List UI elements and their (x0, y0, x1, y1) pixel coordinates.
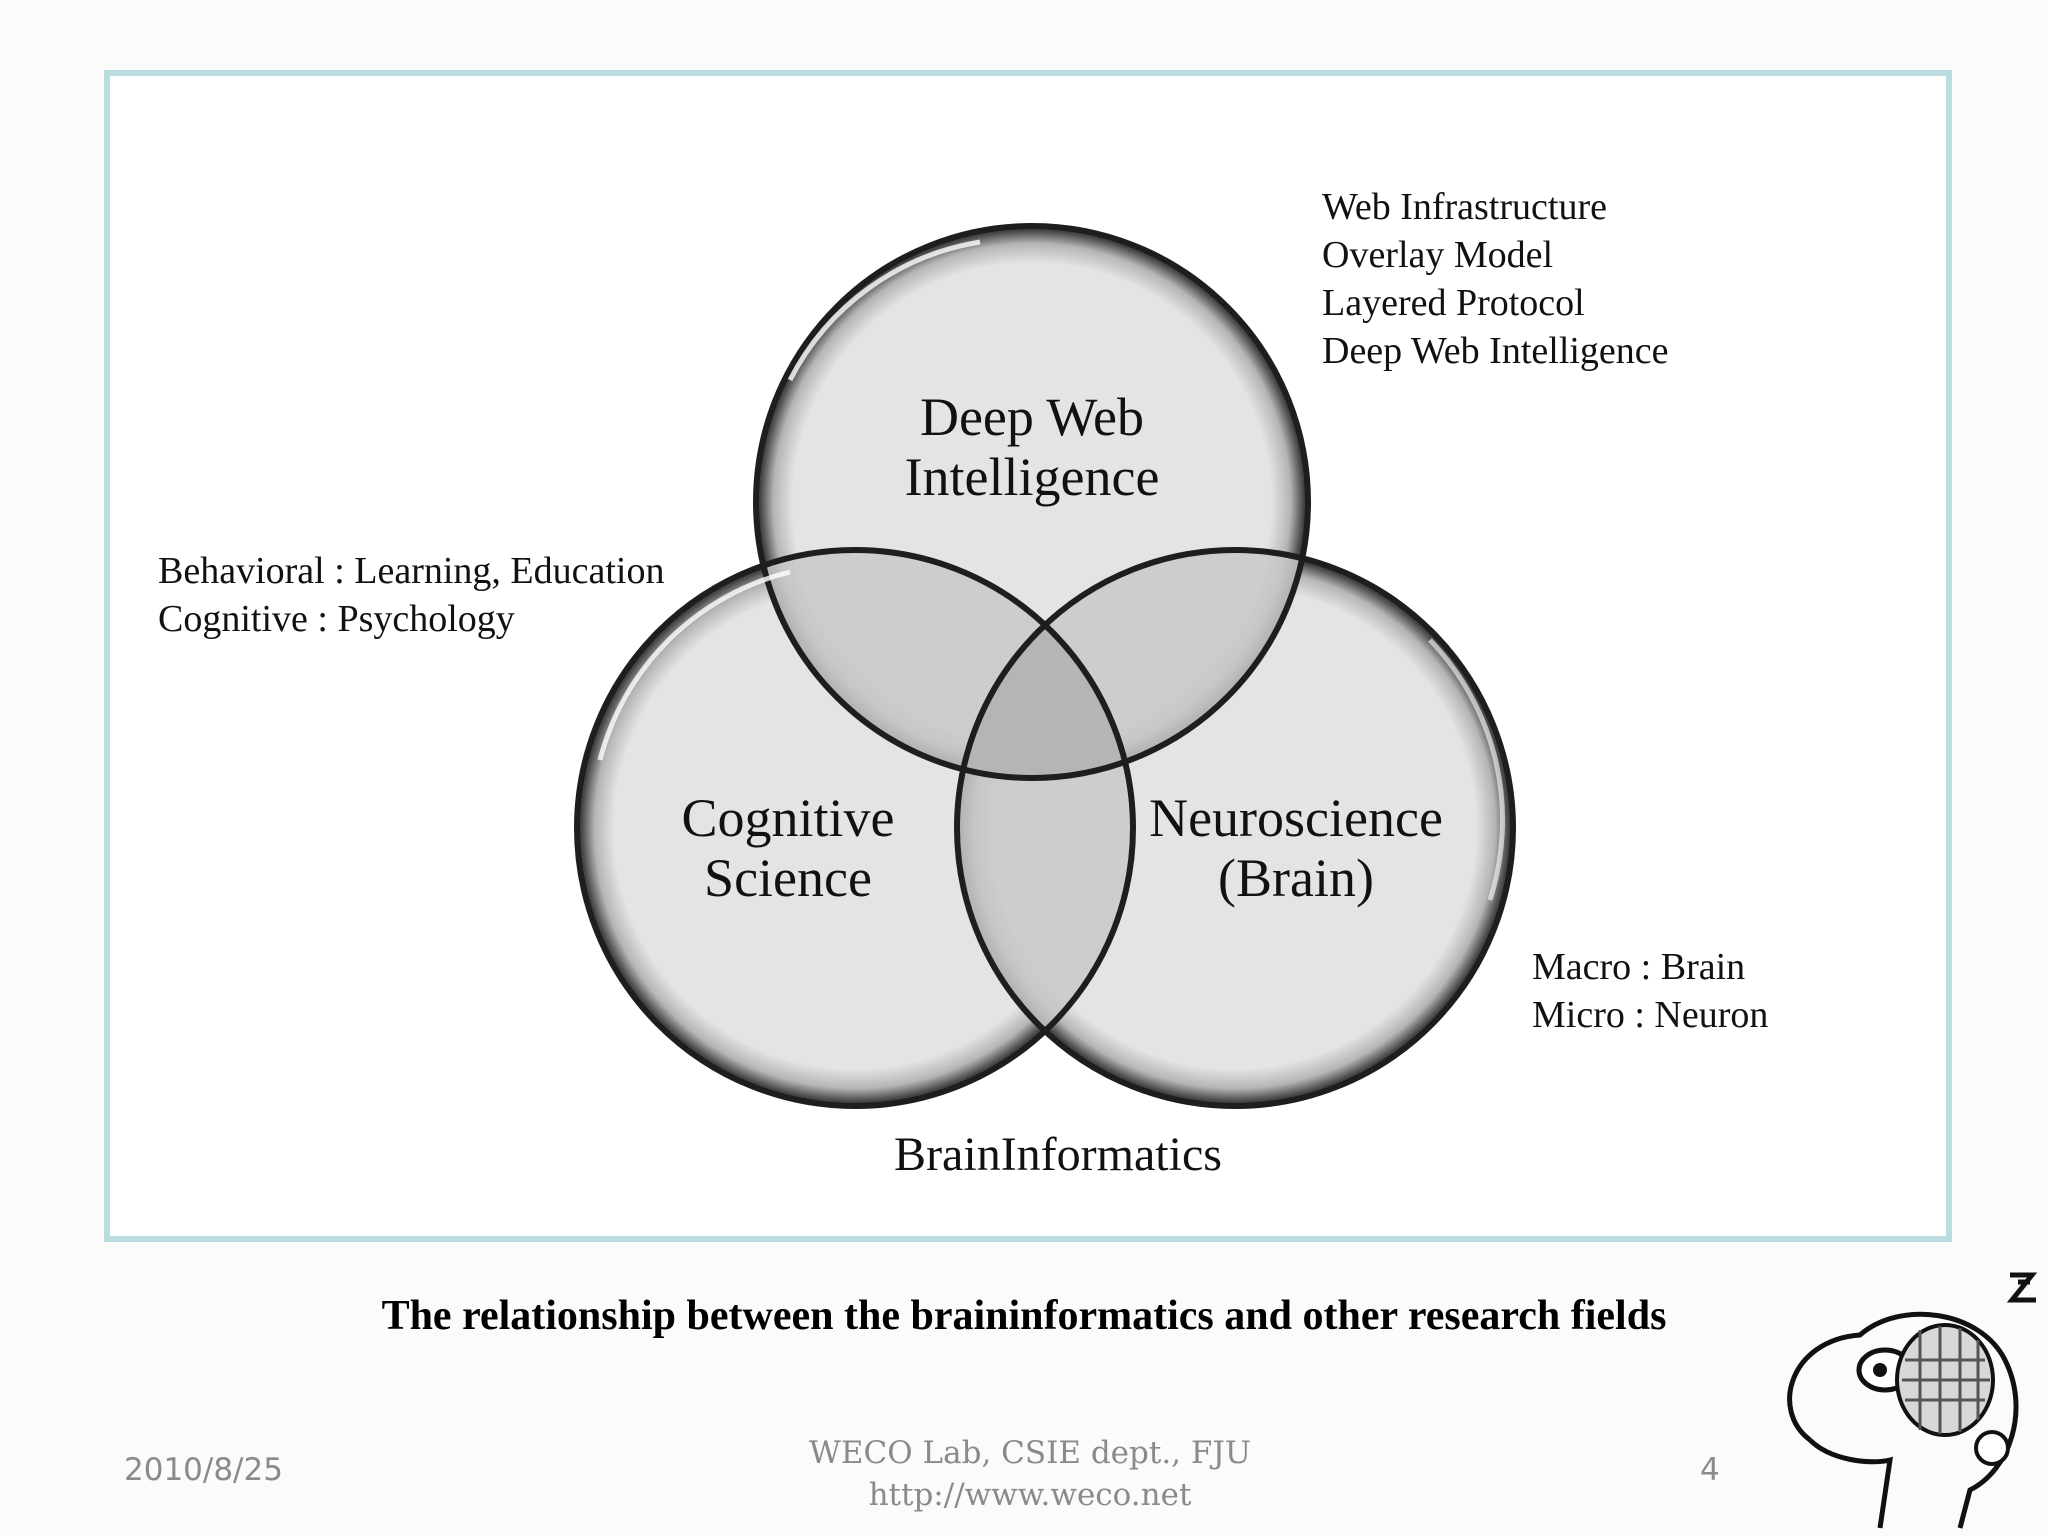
center-label-braininformatics: BrainInformatics (894, 1128, 1222, 1181)
footer-date: 2010/8/25 (124, 1452, 283, 1488)
mascot-head-outline (1787, 1311, 2019, 1529)
annotation-web-item: Overlay Model (1322, 234, 1554, 276)
annotation-cognitive-item: Cognitive : Psychology (158, 598, 515, 640)
glint-right-circle (1428, 638, 1506, 901)
annotation-web-item: Layered Protocol (1322, 282, 1585, 324)
annotation-neuro-item: Micro : Neuron (1532, 994, 1769, 1036)
annotation-cognitive: Behavioral : Learning, Education Cogniti… (158, 547, 665, 643)
footer-page-number: 4 (1700, 1452, 1720, 1488)
label-deep-web-intelligence: Deep Web Intelligence (832, 387, 1232, 507)
rim-deep-web-intelligence (753, 223, 1311, 781)
annotation-web-item: Deep Web Intelligence (1322, 330, 1669, 372)
rim-neuroscience (954, 547, 1516, 1109)
annotation-cognitive-item: Behavioral : Learning, Education (158, 550, 665, 592)
glint-left-circle (597, 569, 791, 761)
label-neuroscience-line2: (Brain) (1218, 848, 1374, 908)
brain-mascot-logo (1787, 1272, 2038, 1529)
annotation-web-item: Web Infrastructure (1322, 186, 1607, 228)
figure-caption: The relationship between the braininform… (381, 1293, 1667, 1339)
annotation-neuro: Macro : Brain Micro : Neuron (1532, 943, 1768, 1039)
annotation-web: Web Infrastructure Overlay Model Layered… (1322, 183, 1669, 375)
label-neuroscience-line1: Neuroscience (1149, 788, 1443, 848)
label-cognitive-science: Cognitive Science (588, 788, 988, 908)
annotation-neuro-item: Macro : Brain (1532, 946, 1746, 988)
label-deep-web-line1: Deep Web (919, 387, 1145, 447)
mascot-zz-mark (2006, 1272, 2038, 1303)
rim-cognitive-science (574, 547, 1136, 1109)
label-neuroscience: Neuroscience (Brain) (1096, 788, 1496, 908)
glint-top-circle (787, 239, 981, 382)
label-deep-web-line2: Intelligence (904, 447, 1160, 507)
footer-organization: WECO Lab, CSIE dept., FJU http://www.wec… (730, 1432, 1330, 1516)
label-cognitive-line2: Science (704, 848, 872, 908)
footer-org-line2: http://www.weco.net (868, 1477, 1192, 1513)
footer-org-line1: WECO Lab, CSIE dept., FJU (809, 1435, 1251, 1471)
mascot-brain-pattern (1902, 1326, 1990, 1434)
label-cognitive-line1: Cognitive (681, 788, 895, 848)
mascot-ear (1974, 1430, 2010, 1466)
mascot-pupil (1873, 1363, 1887, 1377)
